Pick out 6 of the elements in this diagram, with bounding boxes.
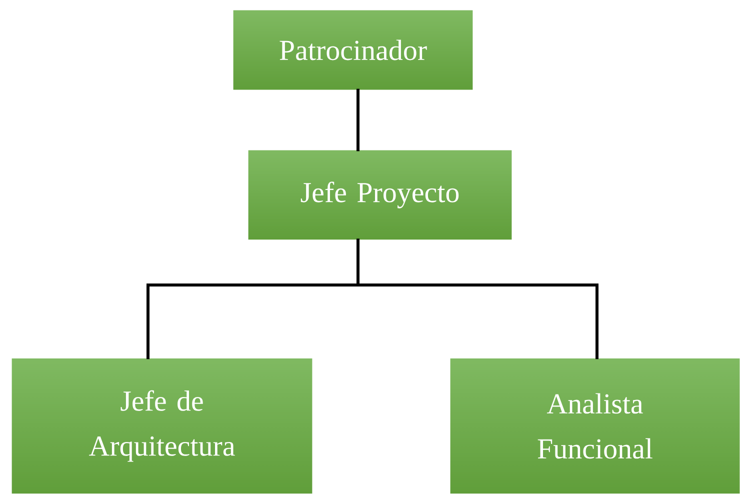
connector-line <box>356 88 360 152</box>
org-box: Jefe de Arquitectura <box>11 358 313 494</box>
connector-line <box>356 238 598 360</box>
org-box: Patrocinador <box>232 10 474 90</box>
org-box: Jefe Proyecto <box>248 150 512 240</box>
org-box: Analista Funcional <box>450 358 740 494</box>
